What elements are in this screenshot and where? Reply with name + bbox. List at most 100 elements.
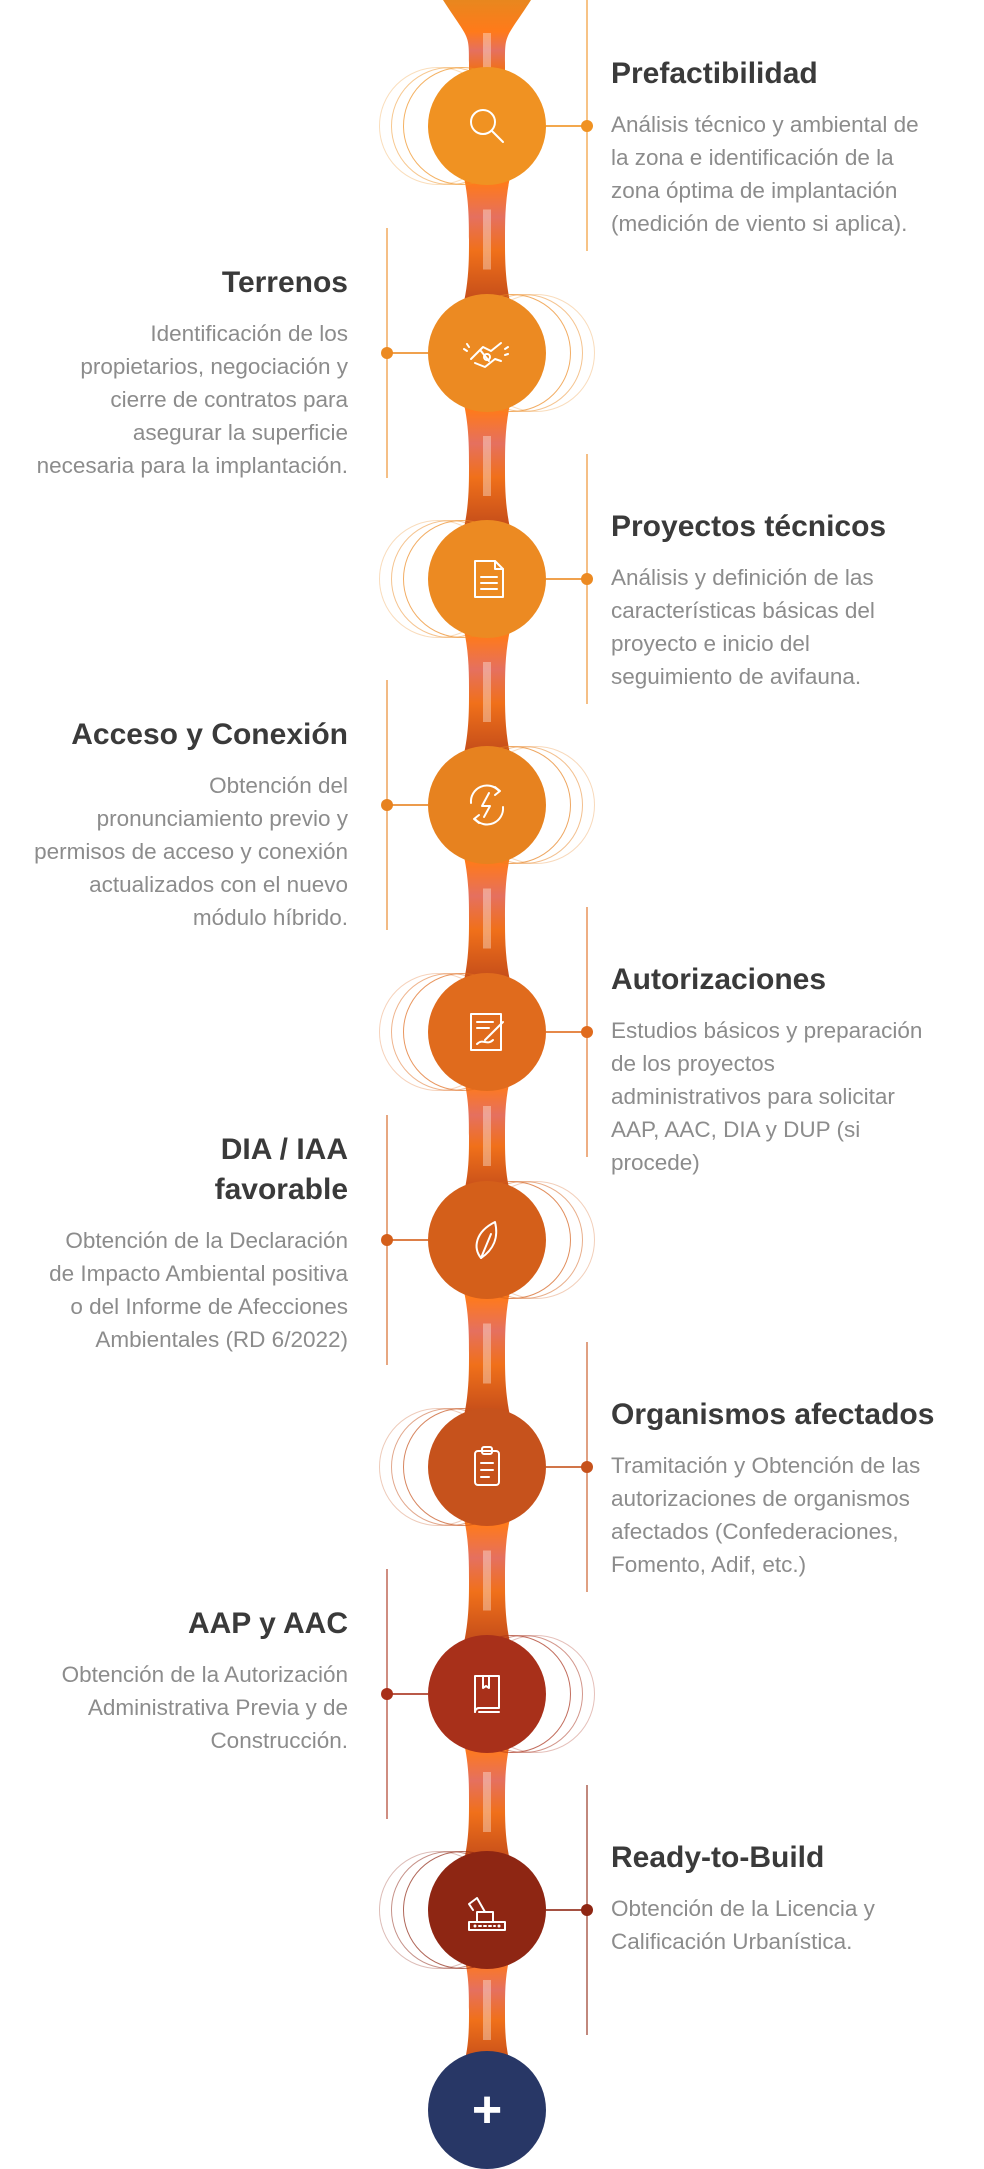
spine-highlight xyxy=(483,1323,491,1384)
spine-highlight xyxy=(483,33,491,93)
step-description-line: Ambientales (RD 6/2022) xyxy=(95,1327,348,1352)
vertical-rule xyxy=(586,907,588,1157)
vertical-rule xyxy=(586,0,588,251)
add-button[interactable]: + xyxy=(428,2051,546,2169)
step-circle[interactable] xyxy=(428,1408,546,1526)
step-title-line: Terrenos xyxy=(221,266,348,299)
step-description-line: propietarios, negociación y xyxy=(80,354,348,379)
step-description-line: Fomento, Adif, etc.) xyxy=(611,1552,807,1577)
step-description-line: la zona e identificación de la xyxy=(611,145,894,170)
step-circle[interactable] xyxy=(428,520,546,638)
step-description-line: permisos de acceso y conexión xyxy=(34,839,348,864)
vertical-rule xyxy=(386,228,388,478)
spine-segment xyxy=(443,126,531,353)
connector-line xyxy=(387,1239,428,1241)
spine-segment xyxy=(443,1240,531,1467)
step-title: Prefactibilidad xyxy=(611,54,971,94)
step-title-line: Organismos afectados xyxy=(611,1398,935,1431)
step-circle[interactable] xyxy=(428,294,546,412)
step-description-line: asegurar la superficie xyxy=(132,420,348,445)
spine-highlight xyxy=(483,1772,491,1832)
spine-highlight xyxy=(483,1550,491,1611)
step-description-line: procede) xyxy=(611,1150,700,1175)
spine-highlight xyxy=(483,662,491,722)
step-title-line: Ready-to-Build xyxy=(611,1841,825,1874)
step-title-line: Autorizaciones xyxy=(611,963,827,996)
clipboard-icon xyxy=(455,1435,519,1499)
step-description-line: necesaria para la implantación. xyxy=(36,453,348,478)
step-circle[interactable] xyxy=(428,973,546,1091)
vertical-rule xyxy=(586,1342,588,1592)
step-description-line: Tramitación y Obtención de las xyxy=(611,1453,921,1478)
connector-line xyxy=(387,352,428,354)
handshake-icon xyxy=(455,321,519,385)
step-title-line: Prefactibilidad xyxy=(611,57,818,90)
step-description-line: autorizaciones de organismos xyxy=(611,1486,910,1511)
connector-line xyxy=(546,125,587,127)
step-title-line: Proyectos técnicos xyxy=(611,510,887,543)
step-title-line: Acceso y Conexión xyxy=(71,718,348,751)
spine-segment xyxy=(443,1467,531,1694)
step-description-line: pronunciamiento previo y xyxy=(96,806,348,831)
step-description: Estudios básicos y preparación de los pro… xyxy=(611,1014,971,1179)
step-description-line: Estudios básicos y preparación xyxy=(611,1018,923,1043)
step-description-line: Obtención del xyxy=(209,773,348,798)
step-description-line: AAP, AAC, DIA y DUP (si xyxy=(611,1117,861,1142)
plus-icon: + xyxy=(471,2081,503,2139)
step-description-line: características básicas del xyxy=(611,598,875,623)
step-description-line: (medición de viento si aplica). xyxy=(611,211,908,236)
spine-highlight xyxy=(483,1106,491,1166)
step-description-line: módulo híbrido. xyxy=(192,905,348,930)
step-description-line: proyecto e inicio del xyxy=(611,631,810,656)
connector-line xyxy=(546,1909,587,1911)
excavator-icon xyxy=(455,1878,519,1942)
step-description-line: o del Informe de Afecciones xyxy=(70,1294,348,1319)
step-description-line: Obtención de la Licencia y xyxy=(611,1896,875,1921)
step-description-line: actualizados con el nuevo xyxy=(89,872,348,897)
spine-segment xyxy=(443,1694,531,1910)
step-description-line: Administrativa Previa y de xyxy=(87,1695,348,1720)
signed-document-icon xyxy=(455,1000,519,1064)
step-title: Proyectos técnicos xyxy=(611,507,971,547)
book-icon xyxy=(455,1662,519,1726)
vertical-rule xyxy=(386,1115,388,1365)
step-description-line: Identificación de los xyxy=(150,321,348,346)
step-description-line: Obtención de la Autorización xyxy=(61,1662,348,1687)
step-title: Terrenos xyxy=(0,263,348,303)
step-title: AAP y AAC xyxy=(0,1604,348,1644)
step-circle[interactable] xyxy=(428,746,546,864)
connector-line xyxy=(546,1466,587,1468)
step-circle[interactable] xyxy=(428,1635,546,1753)
step-description: Obtención del pronunciamiento previo y per… xyxy=(0,769,348,934)
step-description-line: Obtención de la Declaración xyxy=(65,1228,348,1253)
step-description-line: cierre de contratos para xyxy=(110,387,348,412)
step-title: Acceso y Conexión xyxy=(0,715,348,755)
search-icon xyxy=(455,94,519,158)
connector-line xyxy=(387,1693,428,1695)
vertical-rule xyxy=(386,1569,388,1819)
connector-line xyxy=(387,804,428,806)
step-circle[interactable] xyxy=(428,1851,546,1969)
step-title-line: AAP y AAC xyxy=(187,1607,348,1640)
connector-line xyxy=(546,578,587,580)
step-circle[interactable] xyxy=(428,67,546,185)
step-title-line: DIA / IAA xyxy=(220,1133,348,1166)
spine-highlight xyxy=(483,1980,491,2040)
step-description-line: zona óptima de implantación xyxy=(611,178,898,203)
energy-cycle-icon xyxy=(455,773,519,837)
spine-highlight xyxy=(483,436,491,496)
step-circle[interactable] xyxy=(428,1181,546,1299)
step-description-line: de los proyectos xyxy=(611,1051,775,1076)
spine-segment xyxy=(443,579,531,805)
vertical-rule xyxy=(386,680,388,930)
spine-highlight xyxy=(483,209,491,270)
step-description-line: seguimiento de avifauna. xyxy=(611,664,862,689)
step-description-line: afectados (Confederaciones, xyxy=(611,1519,899,1544)
spine-segment xyxy=(443,353,531,579)
spine-segment xyxy=(443,805,531,1032)
